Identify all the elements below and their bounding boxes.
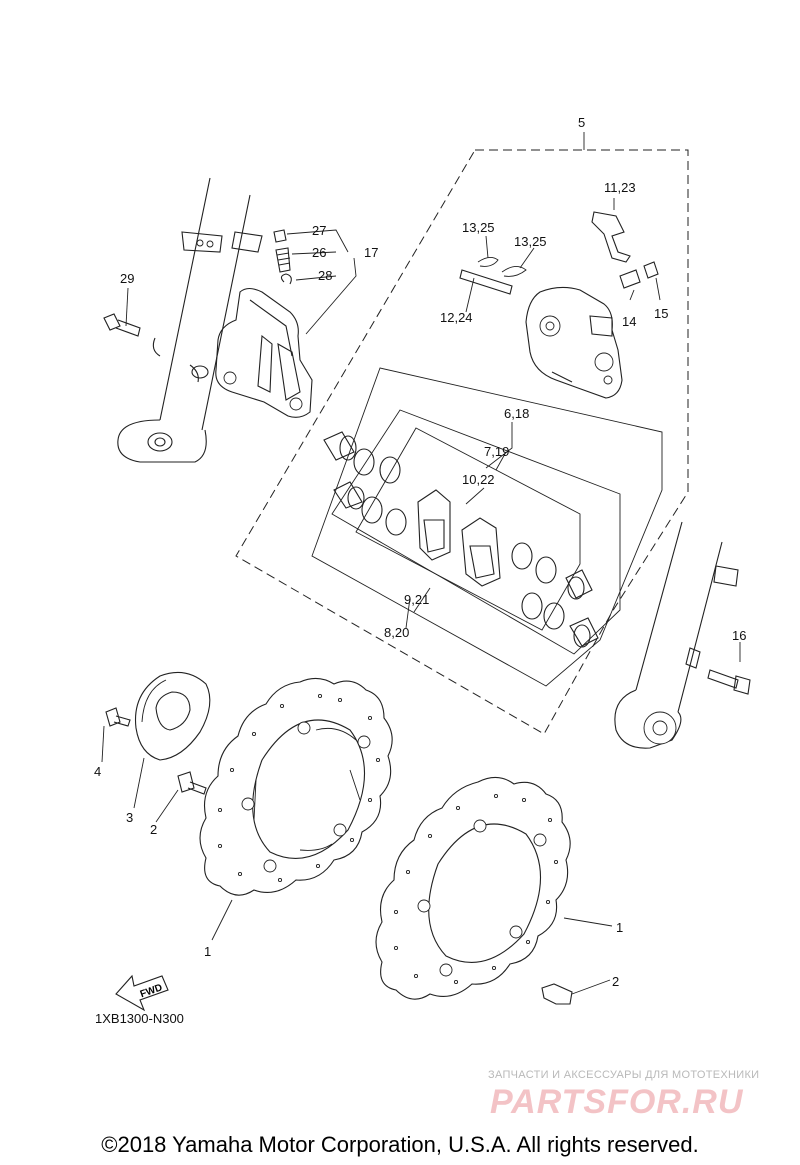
left-caliper [191,287,313,418]
callout-17: 17 [364,245,378,260]
callout-27: 27 [312,223,326,238]
cap-15 [643,261,659,279]
left-brake-disc [199,677,393,896]
sensor-rotor [134,671,211,761]
callout-4: 4 [94,764,101,779]
left-fork-leg [117,177,263,463]
callout-1-right: 1 [616,920,623,935]
callout-13-25-b: 13,25 [514,234,547,249]
pin-clip-b [501,266,527,277]
forward-arrow-icon: FWD [115,974,169,1012]
callout-11-23: 11,23 [604,180,636,195]
pad-spring [591,211,631,263]
bolt-29 [103,313,141,337]
callout-29: 29 [120,271,134,286]
callout-3: 3 [126,810,133,825]
callout-7-19: 7,19 [484,444,509,459]
seal-piston-frames [311,367,663,687]
caliper-kit-outline [235,149,689,735]
right-brake-disc [375,776,571,1000]
callout-2-left: 2 [150,822,157,837]
fwd-label: FWD [139,982,164,1000]
watermark-tagline: ЗАПЧАСТИ И АКСЕССУАРЫ ДЛЯ МОТОТЕХНИКИ [488,1069,760,1081]
bleed-screw-14 [619,269,641,289]
bolt-4 [105,707,131,727]
left-disc-drill-holes [217,693,381,883]
callout-14: 14 [622,314,636,329]
drawing-code: 1XB1300-N300 [95,1011,184,1026]
pad-pin [459,269,513,295]
callout-1-left: 1 [204,944,211,959]
callout-8-20: 8,20 [384,625,409,640]
callout-13-25-a: 13,25 [462,220,495,235]
brake-pads [417,489,501,587]
copyright-notice: ©2018 Yamaha Motor Corporation, U.S.A. A… [101,1132,699,1157]
right-fork-leg [614,521,739,749]
callout-9-21: 9,21 [404,592,429,607]
left-pistons-seals [323,431,407,536]
bolt-2-left [177,771,207,795]
callout-10-22: 10,22 [462,472,495,487]
callout-26: 26 [312,245,326,260]
right-disc-drill-holes [393,793,559,985]
callout-2-right: 2 [612,974,619,989]
callout-16: 16 [732,628,746,643]
pin-clip-a [477,257,499,267]
callout-6-18: 6,18 [504,406,529,421]
callout-5: 5 [578,115,585,130]
right-pistons-seals [511,542,599,648]
leader-lines [101,198,741,995]
bolt-16 [707,669,751,695]
bolt-2-right [541,983,573,1005]
callout-12-24: 12,24 [440,310,473,325]
right-caliper [525,286,623,399]
callout-28: 28 [318,268,332,283]
callout-15: 15 [654,306,668,321]
bleed-screw-assembly [273,229,292,285]
watermark-logo: PARTSFOR.RU [490,1083,744,1121]
